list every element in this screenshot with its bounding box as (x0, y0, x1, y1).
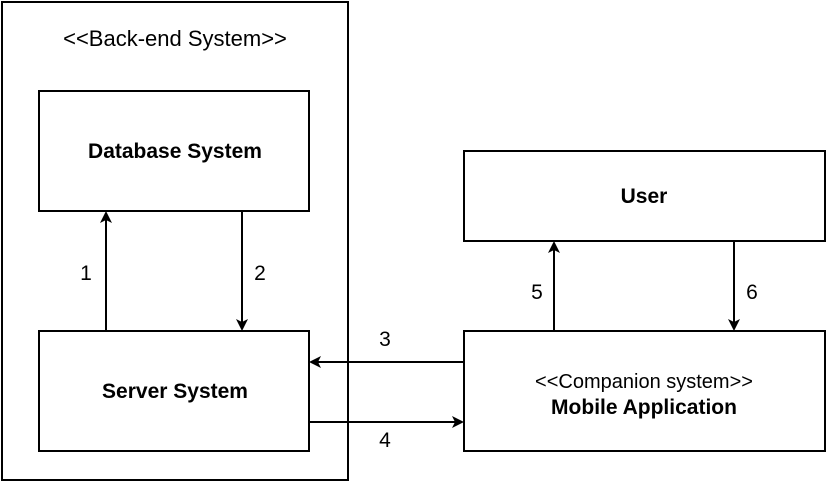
server-system-box (38, 330, 310, 452)
edge-1-label: 1 (80, 262, 92, 285)
edge-6-label: 6 (746, 281, 758, 304)
backend-system-label: <<Back-end System>> (63, 26, 287, 51)
mobile-application-box (463, 330, 826, 452)
user-label: User (621, 185, 668, 208)
mobile-application-label: Mobile Application (551, 396, 737, 419)
database-system-label: Database System (88, 140, 262, 163)
user-box (463, 150, 826, 242)
database-system-box (38, 90, 310, 212)
edge-3-label: 3 (379, 328, 391, 351)
edge-4-label: 4 (379, 429, 391, 452)
edge-2-label: 2 (254, 262, 266, 285)
edge-5-label: 5 (531, 281, 543, 304)
companion-system-stereotype: <<Companion system>> (535, 371, 753, 393)
server-system-label: Server System (102, 380, 248, 403)
